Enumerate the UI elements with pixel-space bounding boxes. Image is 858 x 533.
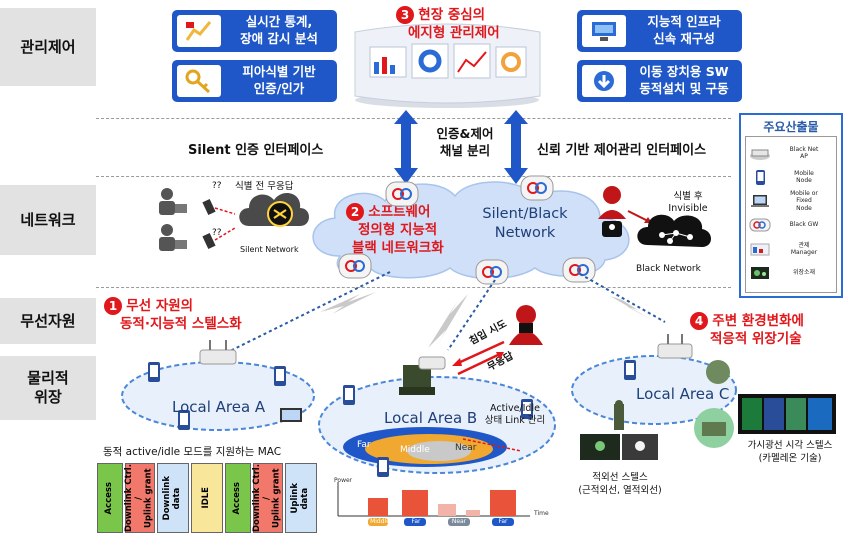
mac-cell-downlink-data: Downlink data — [157, 463, 189, 533]
layer-label-management: 관리제어 — [0, 8, 96, 86]
layer-label-radio: 무선자원 — [0, 298, 96, 344]
separator-network — [96, 287, 731, 288]
attacker-icon — [509, 305, 543, 345]
zone-near-label: Near — [455, 443, 477, 453]
local-area-b-label: Local Area B — [384, 409, 478, 427]
question-marks-bottom: ?? — [212, 228, 222, 238]
channel-arrows — [394, 110, 528, 184]
silent-interface-label: Silent 인증 인터페이스 — [188, 143, 324, 158]
local-area-c — [571, 334, 737, 425]
power-label-far-2: Far — [498, 518, 508, 525]
key-icon — [177, 65, 221, 97]
power-label-middle: Middle — [370, 518, 390, 525]
adaptive-camouflage-label: 4 주변 환경변화에 적응적 위장기술 — [690, 312, 804, 348]
dashboard-platform — [354, 23, 541, 108]
legend-item-ap: Black Net AP — [747, 141, 833, 165]
separator-management — [96, 118, 731, 119]
time-axis-label: Time — [534, 510, 549, 517]
legend-item-manager: 관제 Manager — [747, 237, 833, 261]
question-marks-top: ?? — [212, 181, 222, 191]
ir-stealth-image — [580, 400, 658, 460]
manager-icon — [750, 243, 770, 256]
visible-stealth-label: 가시광선 시각 스텔스(카멜레온 기술) — [747, 440, 833, 464]
legend-title: 주요산출물 — [763, 120, 819, 134]
mac-cell-access-2: Access — [225, 463, 251, 533]
legend-inner — [745, 136, 837, 293]
ap-icon — [750, 149, 770, 160]
mac-cell-idle: IDLE — [191, 463, 223, 533]
local-area-a — [121, 340, 315, 431]
users-left — [159, 188, 236, 251]
radio-stealth-label: 1 무선 자원의 동적·지능적 스텔스화 — [104, 297, 242, 333]
legend-item-material: 위장소재 — [747, 261, 833, 285]
legend-item-gw: Black GW — [747, 213, 833, 237]
mac-cell-downlink-ctrl-2: Downlink Ctrl. / Uplink grant — [252, 463, 283, 533]
local-area-b — [318, 356, 556, 477]
visible-stealth-image — [694, 394, 836, 448]
mac-title: 동적 active/idle 모드를 지원하는 MAC — [103, 446, 282, 458]
badge-4: 4 — [690, 312, 708, 330]
silent-network-label: Silent Network — [240, 245, 299, 254]
mac-cell-downlink-ctrl-1: Downlink Ctrl. / Uplink grant — [124, 463, 155, 533]
power-label-near: Near — [451, 518, 467, 525]
legend-item-fixed: Mobile or Fixed Node — [747, 189, 833, 213]
separator-interface — [96, 176, 731, 177]
mac-cell-access-1: Access — [97, 463, 123, 533]
black-network-group — [598, 186, 711, 247]
pointer-chart-icon — [177, 15, 221, 47]
mgmt-title: 3 현장 중심의 에지형 관리제어 — [396, 6, 556, 42]
power-chart — [337, 482, 530, 526]
badge-3: 3 — [396, 6, 414, 24]
local-area-c-label: Local Area C — [636, 385, 730, 403]
infra-icon — [582, 15, 626, 47]
intrusion-arrows — [452, 340, 505, 376]
legend-item-mobile: Mobile Node — [747, 165, 833, 189]
phone-icon — [756, 170, 765, 185]
local-area-a-label: Local Area A — [172, 398, 266, 416]
zone-far-label: Far — [357, 440, 371, 450]
black-gw-node-2 — [520, 175, 554, 201]
main-cloud — [312, 181, 630, 280]
laptop-icon — [751, 195, 769, 207]
tile-realtime-stats: 실시간 통계,장애 감시 분석 — [172, 10, 337, 52]
silent-network-cloud — [239, 193, 309, 227]
ir-stealth-label: 적외선 스텔스(근적외선, 열적외선) — [578, 472, 662, 496]
badge-1: 1 — [104, 297, 122, 315]
black-gw-node-1 — [385, 181, 419, 207]
pre-identification-label: 식별 전 무응답 — [235, 181, 294, 192]
badge-2: 2 — [346, 203, 364, 221]
sdn-label: 2 소프트웨어 정의형 지능적 블랙 네트워크화 — [346, 203, 444, 258]
trust-interface-label: 신뢰 기반 제어관리 인터페이스 — [537, 143, 707, 158]
mac-cell-uplink-data: Uplink data — [285, 463, 317, 533]
black-gw-node-5 — [562, 257, 596, 283]
black-gw-node-3 — [338, 253, 372, 279]
power-label-far-1: Far — [411, 518, 421, 525]
zone-middle-label: Middle — [400, 445, 430, 455]
radio-links — [227, 271, 666, 353]
layer-label-physical: 물리적 위장 — [0, 356, 96, 420]
gateway-icon — [749, 218, 771, 232]
power-axis-label: Power — [334, 477, 353, 484]
layer-label-network: 네트워크 — [0, 185, 96, 255]
black-gw-node-4 — [475, 259, 509, 285]
black-network-label: Black Network — [636, 264, 701, 274]
camo-material-icon — [751, 267, 769, 279]
download-icon — [582, 65, 626, 97]
